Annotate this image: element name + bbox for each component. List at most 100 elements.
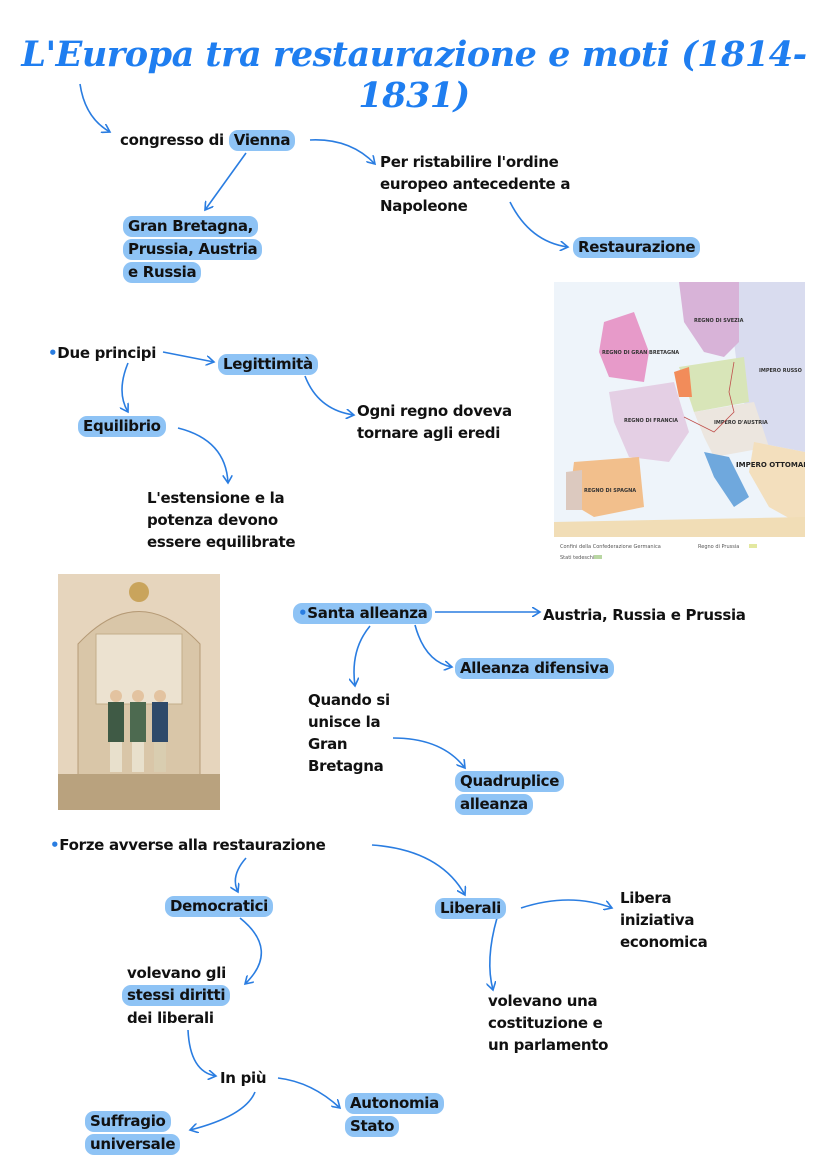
arrow [190, 1091, 256, 1130]
arrow [205, 152, 247, 210]
italy-region [704, 452, 749, 507]
bullet-icon: • [298, 604, 308, 622]
powers-node: Gran Bretagna, Prussia, Austria e Russia [123, 215, 263, 284]
bullet-icon: • [50, 836, 60, 854]
purpose-text: Per ristabilire l'ordine europeo anteced… [380, 151, 570, 217]
arrow [414, 624, 452, 667]
due-principi-label: Due principi [57, 344, 157, 362]
map-label: REGNO DI SPAGNA [584, 488, 636, 494]
autonomia-node: Autonomia Stato [345, 1092, 444, 1138]
libera-text: Libera iniziativa economica [620, 887, 708, 953]
text-line: essere equilibrate [147, 533, 296, 551]
map-legend-item: Regno di Prussia [698, 544, 739, 550]
arrow [392, 737, 465, 768]
democratici-node: Democratici [165, 895, 274, 918]
text-line: iniziativa [620, 911, 695, 929]
text-line: unisce la [308, 713, 381, 731]
holy-alliance-painting [58, 574, 220, 810]
austria-region [694, 402, 769, 457]
africa-region [554, 517, 805, 537]
difensiva-node: Alleanza difensiva [455, 657, 614, 680]
text-line: universale [85, 1134, 181, 1155]
members-text: Austria, Russia e Prussia [543, 606, 746, 624]
netherlands-region [674, 367, 692, 397]
portugal-region [566, 470, 582, 510]
arrow [520, 899, 612, 908]
text-line: L'estensione e la [147, 489, 285, 507]
arrow [79, 83, 110, 132]
quadruplice-node: Quadruplice alleanza [455, 770, 565, 816]
arrow [490, 917, 498, 990]
legittimita-node: Legittimità [218, 353, 318, 376]
ottoman-region [749, 442, 805, 527]
equilibrio-desc: L'estensione e la potenza devono essere … [147, 487, 296, 553]
in-piu-text: In più [220, 1069, 267, 1087]
forze-label: Forze avverse alla restaurazione [59, 836, 326, 854]
arrow [122, 362, 128, 412]
text-line: Gran [308, 735, 348, 753]
santa-alleanza-label: Santa alleanza [307, 604, 428, 622]
text-line: Ogni regno doveva [357, 402, 512, 420]
liberali-node: Liberali [435, 897, 507, 920]
arrow [239, 917, 263, 984]
map-legend-item: Confini della Confederazione Germanica [560, 544, 661, 550]
text-line: Bretagna [308, 757, 384, 775]
due-principi-node: •Due principi [48, 342, 156, 364]
arrow [177, 427, 228, 483]
congresso-node: congresso di Vienna [120, 129, 296, 152]
text-line: Quando si [308, 691, 390, 709]
text-line: volevano una [488, 992, 598, 1010]
text-line: costituzione e [488, 1014, 603, 1032]
text-line: volevano gli [127, 964, 226, 982]
suffragio-node: Suffragio universale [85, 1110, 181, 1156]
text-line: Stato [345, 1116, 400, 1137]
text-line: tornare agli eredi [357, 424, 501, 442]
congresso-label: congresso di [120, 131, 224, 149]
map-label: IMPERO D'AUSTRIA [714, 420, 768, 426]
democratici-highlight: Democratici [165, 896, 274, 917]
forze-node: •Forze avverse alla restaurazione [50, 834, 326, 856]
text-line: Per ristabilire l'ordine [380, 153, 559, 171]
text-line: Gran Bretagna, [123, 216, 259, 237]
scandinavia-region [679, 282, 739, 357]
arrow [162, 351, 214, 362]
spain-region [569, 457, 644, 517]
arrow [509, 201, 568, 247]
arrow [277, 1077, 340, 1108]
legittimita-desc: Ogni regno doveva tornare agli eredi [357, 400, 512, 444]
text-line: alleanza [455, 794, 533, 815]
text-line: un parlamento [488, 1036, 609, 1054]
liberali-highlight: Liberali [435, 898, 507, 919]
volevano-lib-text: volevano una costituzione e un parlament… [488, 990, 608, 1056]
text-line: europeo antecedente a [380, 175, 571, 193]
britain-region [599, 312, 649, 382]
map-label: REGNO DI GRAN BRETAGNA [602, 350, 679, 356]
arrow [371, 844, 465, 895]
text-line: Prussia, Austria [123, 239, 263, 260]
text-line: Libera [620, 889, 672, 907]
text-line: stessi diritti [122, 985, 231, 1006]
vienna-highlight: Vienna [228, 130, 296, 151]
text-line: potenza devono [147, 511, 278, 529]
figures [108, 690, 168, 772]
legittimita-highlight: Legittimità [218, 354, 318, 375]
quando-text: Quando si unisce la Gran Bretagna [308, 689, 390, 777]
arrow [187, 1029, 216, 1076]
equilibrio-node: Equilibrio [78, 415, 166, 438]
arrow [304, 375, 354, 415]
text-line: economica [620, 933, 708, 951]
map-label: REGNO DI FRANCIA [624, 418, 678, 424]
equilibrio-highlight: Equilibrio [78, 416, 166, 437]
difensiva-highlight: Alleanza difensiva [455, 658, 614, 679]
france-region [609, 382, 689, 462]
map-label: IMPERO OTTOMANO [736, 461, 805, 469]
arrow [354, 625, 371, 686]
arrow [309, 139, 375, 164]
restaurazione-highlight: Restaurazione [573, 237, 701, 258]
europe-1815-map: REGNO DI FRANCIA REGNO DI SPAGNA IMPERO … [554, 282, 815, 565]
bullet-icon: • [48, 344, 58, 362]
map-legend-item: Stati tedeschi [560, 555, 594, 561]
text-line: Quadruplice [455, 771, 565, 792]
text-line: e Russia [123, 262, 202, 283]
